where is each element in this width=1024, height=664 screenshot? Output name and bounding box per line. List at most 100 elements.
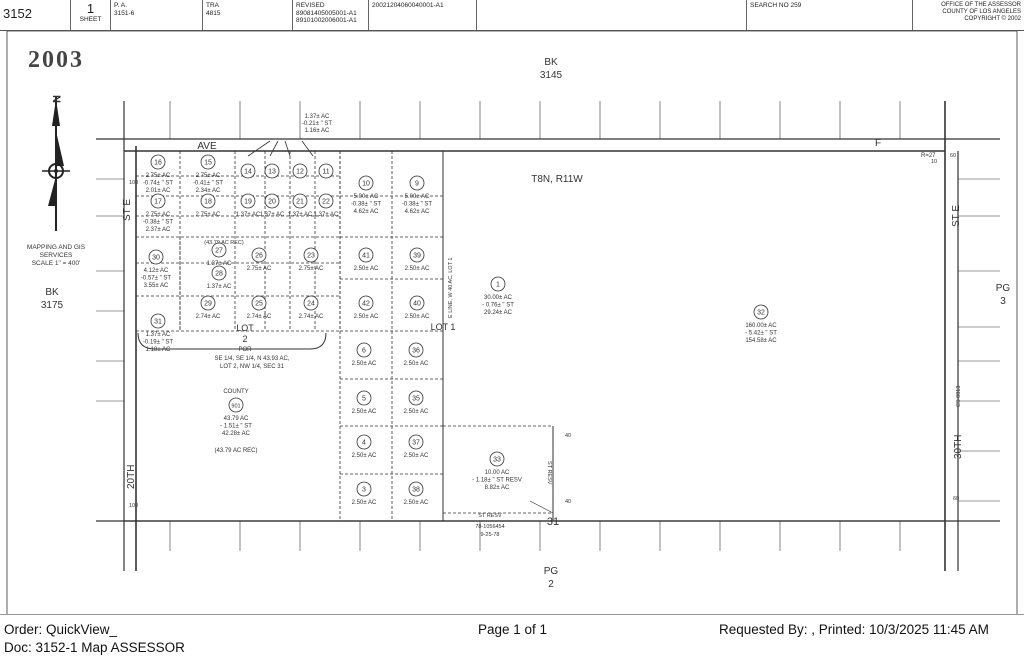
parcel-38[interactable]: 382.50± AC xyxy=(404,481,429,506)
parcel-area-line: -0.38± " ST xyxy=(402,202,432,208)
parcel-31[interactable]: 311.37± AC-0.19± " ST1.18± AC xyxy=(143,313,173,353)
parcel-area-line: 5.00± AC xyxy=(405,194,430,200)
parcel-area-line: 2.34± AC xyxy=(196,188,221,194)
parcel-circle xyxy=(292,193,308,209)
parcel-9[interactable]: 95.00± AC-0.38± " ST4.62± AC xyxy=(402,175,432,215)
parcel-circle xyxy=(358,295,374,311)
parcel-area-line: 2.75± AC xyxy=(196,212,221,218)
bk-left-label: BK xyxy=(45,287,59,298)
parcel-15[interactable]: 152.75± AC-0.41± " ST2.34± AC xyxy=(193,154,223,194)
parcel-area-line: 2.74± AC xyxy=(299,314,324,320)
ave-label: AVE xyxy=(197,141,217,152)
parcel-circle xyxy=(200,154,216,170)
parcel-number: 25 xyxy=(255,301,263,308)
map-features xyxy=(42,96,327,350)
parcel-area-line: -0.38± " ST xyxy=(351,202,381,208)
pa-label: P. A. xyxy=(114,2,127,9)
office-line-3: COPYRIGHT © 2002 xyxy=(964,16,1021,22)
parcel-number: 22 xyxy=(322,199,330,206)
parcel-16[interactable]: 162.75± AC-0.74± " ST2.01± AC xyxy=(143,154,173,194)
parcel-area-line: 30.00± AC xyxy=(484,295,513,301)
map-book-number: 3152 xyxy=(3,6,32,21)
office-line-2: COUNTY OF LOS ANGELES xyxy=(942,9,1021,15)
parcel-area-line: 5.00± AC xyxy=(354,194,379,200)
dim-40-a: 40 xyxy=(565,433,571,439)
parcel-42[interactable]: 422.50± AC xyxy=(354,295,379,320)
mapping-label-2: SERVICES xyxy=(40,252,73,259)
parcel-circle xyxy=(264,163,280,179)
tra-label: TRA xyxy=(206,2,219,9)
st-20th-label: 20TH xyxy=(126,465,137,489)
parcel-area-line: 2.50± AC xyxy=(352,453,377,459)
parcel-area-line: 2.75± AC xyxy=(299,266,324,272)
parcel-24[interactable]: 242.74± AC xyxy=(299,295,324,320)
parcel-23[interactable]: 23 2.75± AC xyxy=(299,247,324,272)
parcel-number: 35 xyxy=(412,396,420,403)
ac-rec-label: (43.79 AC REC) xyxy=(214,448,257,454)
parcel-number: 9 xyxy=(415,181,419,188)
st-30th-label: 30TH xyxy=(953,435,964,459)
parcel-area-line: 1.37± AC xyxy=(146,332,171,338)
parcel-11[interactable]: 11 xyxy=(318,163,334,179)
parcel-12[interactable]: 12 xyxy=(292,163,308,179)
parcel-40[interactable]: 402.50± AC xyxy=(405,295,430,320)
parcel-number: 33 xyxy=(493,457,501,464)
parcel-18[interactable]: 182.75± AC xyxy=(196,193,221,218)
parcel-area-line: 3.55± AC xyxy=(144,283,169,289)
parcel-circle xyxy=(409,295,425,311)
parcel-circle xyxy=(292,163,308,179)
parcel-20[interactable]: 201.37± AC xyxy=(260,193,285,218)
parcel-circle xyxy=(150,193,166,209)
parcel-27[interactable]: 271.37± AC xyxy=(207,242,232,267)
doc-label: Doc: 3152-1 Map ASSESSOR xyxy=(4,640,185,655)
parcel-number: 4 xyxy=(362,440,366,447)
dim-10-right: 10 xyxy=(931,159,937,165)
parcel-28[interactable]: 281.37± AC xyxy=(207,265,232,290)
parcel-41[interactable]: 412.50± AC xyxy=(354,247,379,272)
parcel-5[interactable]: 52.50± AC xyxy=(352,390,377,415)
parcel-number: 38 xyxy=(412,487,420,494)
parcel-circle xyxy=(356,390,372,406)
parcel-10[interactable]: 105.00± AC-0.38± " ST4.62± AC xyxy=(351,175,381,215)
parcel-area-line: 10.00 AC xyxy=(485,470,510,476)
parcel-area-line: -0.19± " ST xyxy=(143,340,173,346)
office-line-1: OFFICE OF THE ASSESSOR xyxy=(941,2,1021,8)
parcel-6[interactable]: 62.50± AC xyxy=(352,342,377,367)
parcel-4[interactable]: 4 2.50± AC xyxy=(352,434,377,459)
parcel-area-line: 160.00± AC xyxy=(745,323,777,329)
parcel-number: 16 xyxy=(154,160,162,167)
search-no-cell: SEARCH NO 259 xyxy=(746,0,912,30)
parcel-number: 23 xyxy=(307,253,315,260)
county-label: COUNTY xyxy=(223,389,248,395)
parcel-17[interactable]: 172.75± AC-0.38± " ST2.37± AC xyxy=(143,193,173,233)
parcel-25[interactable]: 252.74± AC xyxy=(247,295,272,320)
parcel-lines xyxy=(6,31,1018,614)
dim-60-right-bottom: 60 xyxy=(953,496,959,502)
parcel-37[interactable]: 372.50± AC xyxy=(404,434,429,459)
parcel-29[interactable]: 292.74± AC xyxy=(196,295,221,320)
parcel-3[interactable]: 32.50± AC xyxy=(352,481,377,506)
parcel-area-line: 2.50± AC xyxy=(352,361,377,367)
parcel-number: 26 xyxy=(255,253,263,260)
parcel-35[interactable]: 352.50± AC xyxy=(404,390,429,415)
parcel-area-line: - 1.51± " ST xyxy=(220,424,252,430)
parcel-circle xyxy=(251,295,267,311)
parcel-36[interactable]: 362.50± AC xyxy=(404,342,429,367)
parcel-14[interactable]: 14 xyxy=(240,163,256,179)
revised-label: REVISED xyxy=(296,2,325,9)
parcel-26[interactable]: 262.75± AC xyxy=(247,247,272,272)
parcel-30[interactable]: 304.12± AC-0.57± " ST3.55± AC xyxy=(141,249,171,289)
revised-cell: REVISED 89081405005001-A1 89101002006001… xyxy=(292,0,368,30)
parcel-13[interactable]: 13 xyxy=(264,163,280,179)
doc-number: 20021204060040001-A1 xyxy=(372,2,444,9)
parcel-number: 36 xyxy=(412,348,420,355)
parcel-39[interactable]: 392.50± AC xyxy=(405,247,430,272)
parcel-19[interactable]: 191.37± AC xyxy=(236,193,261,218)
parcel-21[interactable]: 211.37± AC xyxy=(288,193,313,218)
parcel-number: 28 xyxy=(215,271,223,278)
parcel-22[interactable]: 221.37± AC xyxy=(314,193,339,218)
